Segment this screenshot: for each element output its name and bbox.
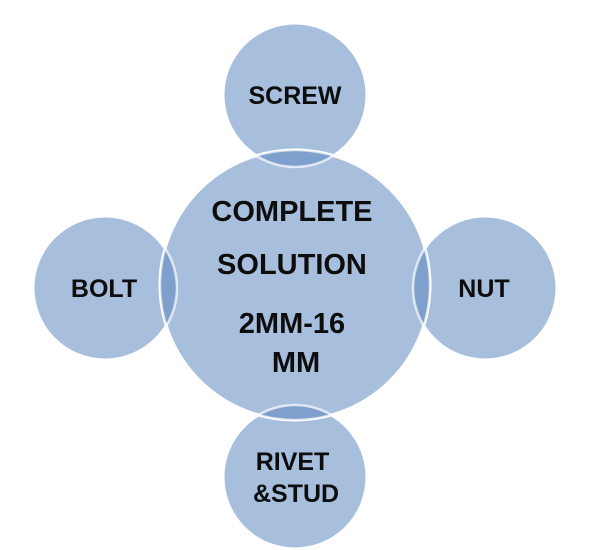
- label-nut: NUT: [458, 275, 509, 303]
- outline-rivet-stud: [221, 403, 369, 550]
- label-bolt: BOLT: [71, 275, 137, 303]
- label-screw: SCREW: [248, 82, 341, 110]
- outline-screw: [221, 21, 369, 169]
- outline-center: [158, 148, 432, 422]
- outline-nut: [411, 214, 559, 362]
- circle-center: [158, 148, 432, 422]
- label-center: COMPLETE SOLUTION 2MM-16 MM: [211, 196, 380, 379]
- outline-bolt: [31, 214, 179, 362]
- label-rivet-stud: RIVET &STUD: [253, 448, 339, 508]
